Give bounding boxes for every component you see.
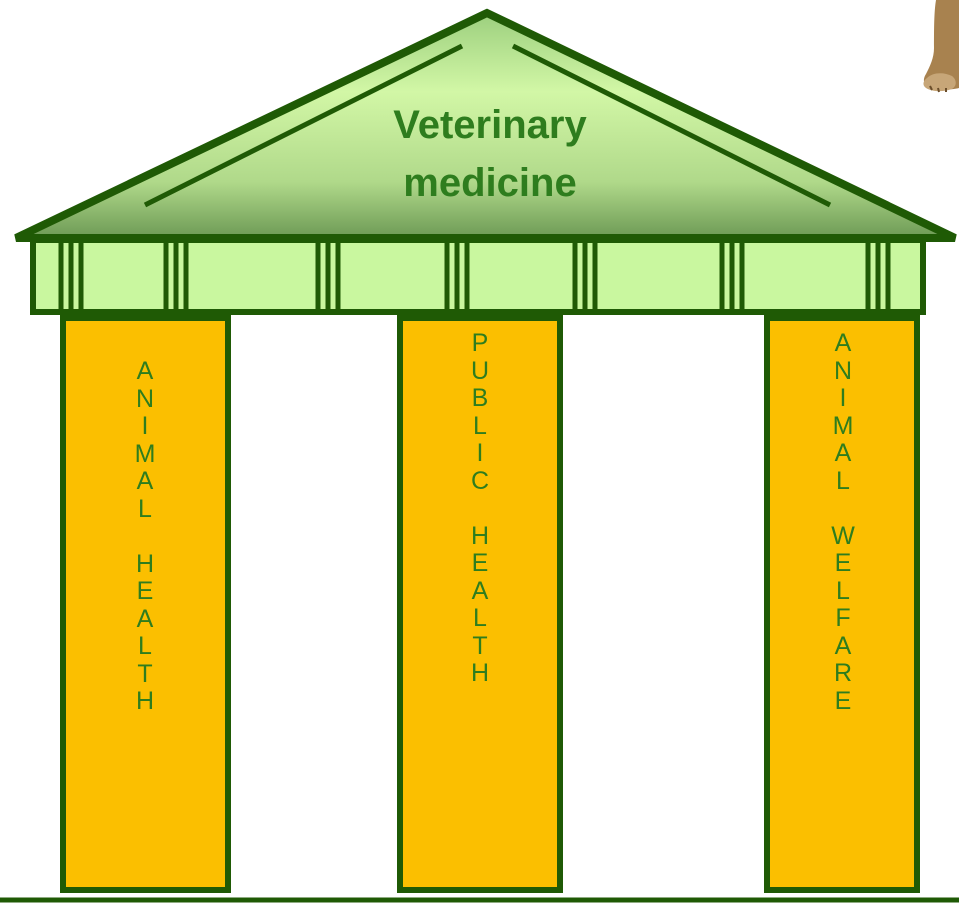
- pillar-letter: E: [137, 578, 154, 606]
- pillar-letter: H: [136, 551, 154, 579]
- pillar-letter: N: [136, 386, 154, 414]
- pillar-letter: I: [142, 413, 149, 441]
- pillar-letter: A: [835, 440, 852, 468]
- pillar-letter: F: [835, 605, 850, 633]
- pillar-letter: H: [471, 523, 489, 551]
- pillar-letter: E: [472, 550, 489, 578]
- pillar-letter: R: [834, 660, 852, 688]
- pillar-letter: I: [840, 385, 847, 413]
- pillar-letter: A: [137, 358, 154, 386]
- pillar-letter: B: [472, 385, 489, 413]
- pillar-letter: A: [472, 578, 489, 606]
- pillar-letter: M: [135, 441, 156, 469]
- pillar-letter: A: [137, 468, 154, 496]
- dog-paw-icon: [923, 0, 959, 92]
- pillar-letter: A: [137, 606, 154, 634]
- pillar-letter: M: [833, 413, 854, 441]
- pillar-letter: L: [138, 633, 152, 661]
- roof-title-line1: Veterinary: [340, 96, 640, 154]
- pillar-letter: C: [471, 468, 489, 496]
- pillar-letter: H: [471, 660, 489, 688]
- pillar-letter: E: [835, 688, 852, 716]
- pillar-letter: L: [836, 468, 850, 496]
- pillar-letter: L: [836, 578, 850, 606]
- pillar-letter: H: [136, 688, 154, 716]
- pillar-letter: E: [835, 550, 852, 578]
- pillar-letter: P: [472, 330, 489, 358]
- pillar-letter: A: [835, 633, 852, 661]
- pillar-letter: I: [477, 440, 484, 468]
- pillar-letter: T: [137, 661, 152, 689]
- pillar-letter: L: [138, 496, 152, 524]
- roof-title: Veterinary medicine: [340, 96, 640, 212]
- pillar-letter: T: [472, 633, 487, 661]
- pillar-letter: U: [471, 358, 489, 386]
- pillar-letter: L: [473, 413, 487, 441]
- roof-title-line2: medicine: [340, 154, 640, 212]
- pillar-letter: A: [835, 330, 852, 358]
- pillar-letter: N: [834, 358, 852, 386]
- pillar-letter: L: [473, 605, 487, 633]
- pillar-letter: W: [831, 523, 855, 551]
